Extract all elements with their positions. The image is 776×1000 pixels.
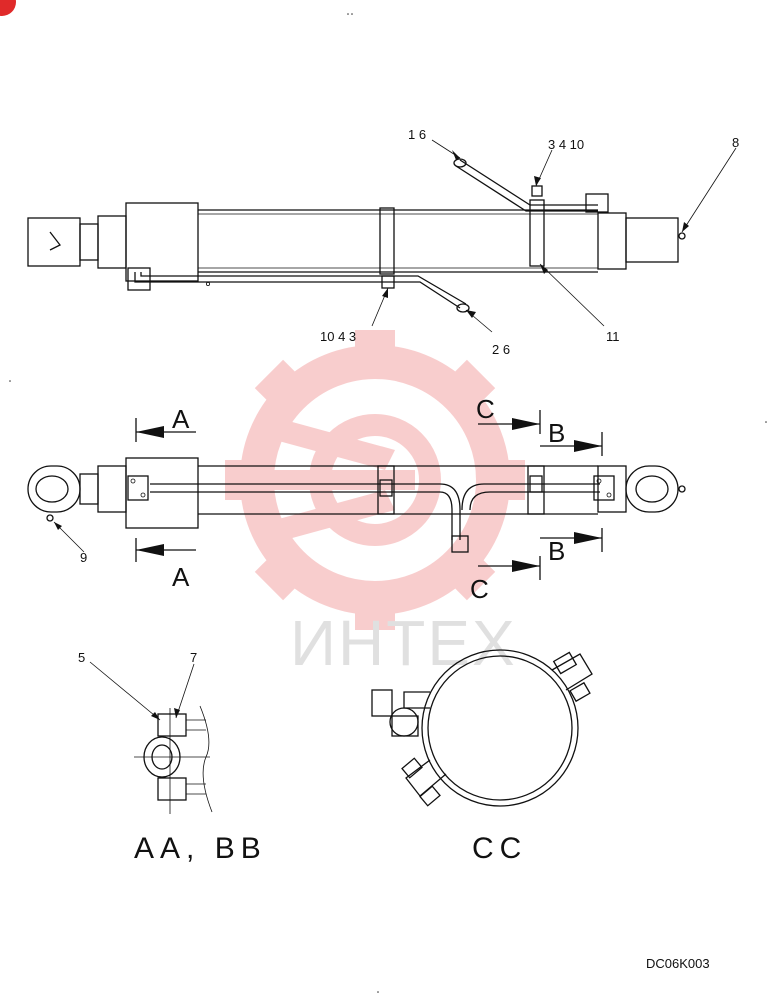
drawing-code: DC06K003 [646,956,710,971]
section-a-bottom: A [172,562,190,592]
cylinder-head [125,202,199,282]
bottom-end-cap [625,217,679,263]
callout-8: 8 [732,135,739,150]
watermark-gear-logo: ИНТЕХ [225,330,525,679]
section-c-bottom: C [470,574,489,604]
callout-3-4-10: 3 4 10 [548,137,584,152]
middle-clamp [379,207,395,275]
callout-leaders-top [371,139,737,333]
section-markers [135,410,603,580]
right-clamp [529,199,545,267]
section-b-top: B [548,418,565,448]
detail-aa-bb [134,705,213,814]
view-label-aa-bb: AA, BB [134,832,267,865]
view-label-cc: CC [472,832,527,865]
corner-badge [0,0,16,16]
cylinder-side-view [27,158,686,313]
callout-9: 9 [80,550,87,565]
callout-11: 11 [606,329,620,344]
callout-10-4-3: 10 4 3 [320,329,356,344]
left-rod-eye [27,217,81,267]
section-c-top: C [476,394,495,424]
watermark-text: ИНТЕХ [290,607,517,679]
callout-5: 5 [78,650,85,665]
callout-2-6: 2 6 [492,342,510,357]
callout-1-6: 1 6 [408,127,426,142]
callout-7: 7 [190,650,197,665]
detail-cc [371,649,593,807]
section-a-top: A [172,404,190,434]
section-b-bottom: B [548,536,565,566]
cylinder-plan-view [27,457,686,553]
